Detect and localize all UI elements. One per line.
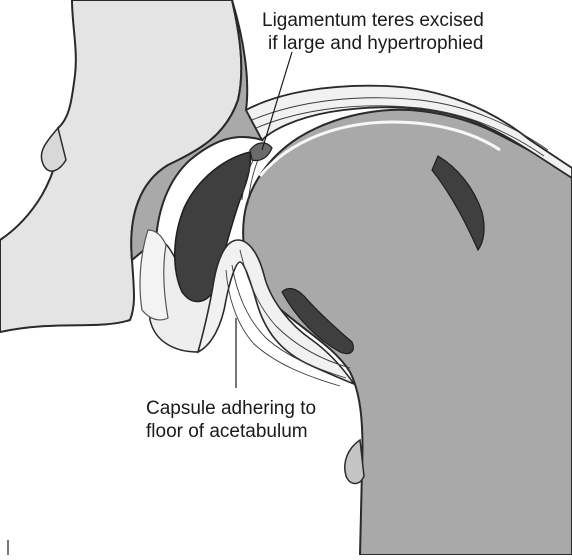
fat-pad — [140, 230, 168, 320]
capsule-label-line2: floor of acetabulum — [146, 421, 308, 443]
capsule-label-line1: Capsule adhering to — [146, 398, 316, 420]
acetabular-cavity — [175, 152, 251, 302]
lesser-trochanter — [345, 440, 364, 484]
ligamentum-teres — [250, 143, 272, 161]
ligamentum-label-line1: Ligamentum teres excised — [262, 10, 484, 32]
ligamentum-label-line2: if large and hypertrophied — [268, 33, 483, 55]
